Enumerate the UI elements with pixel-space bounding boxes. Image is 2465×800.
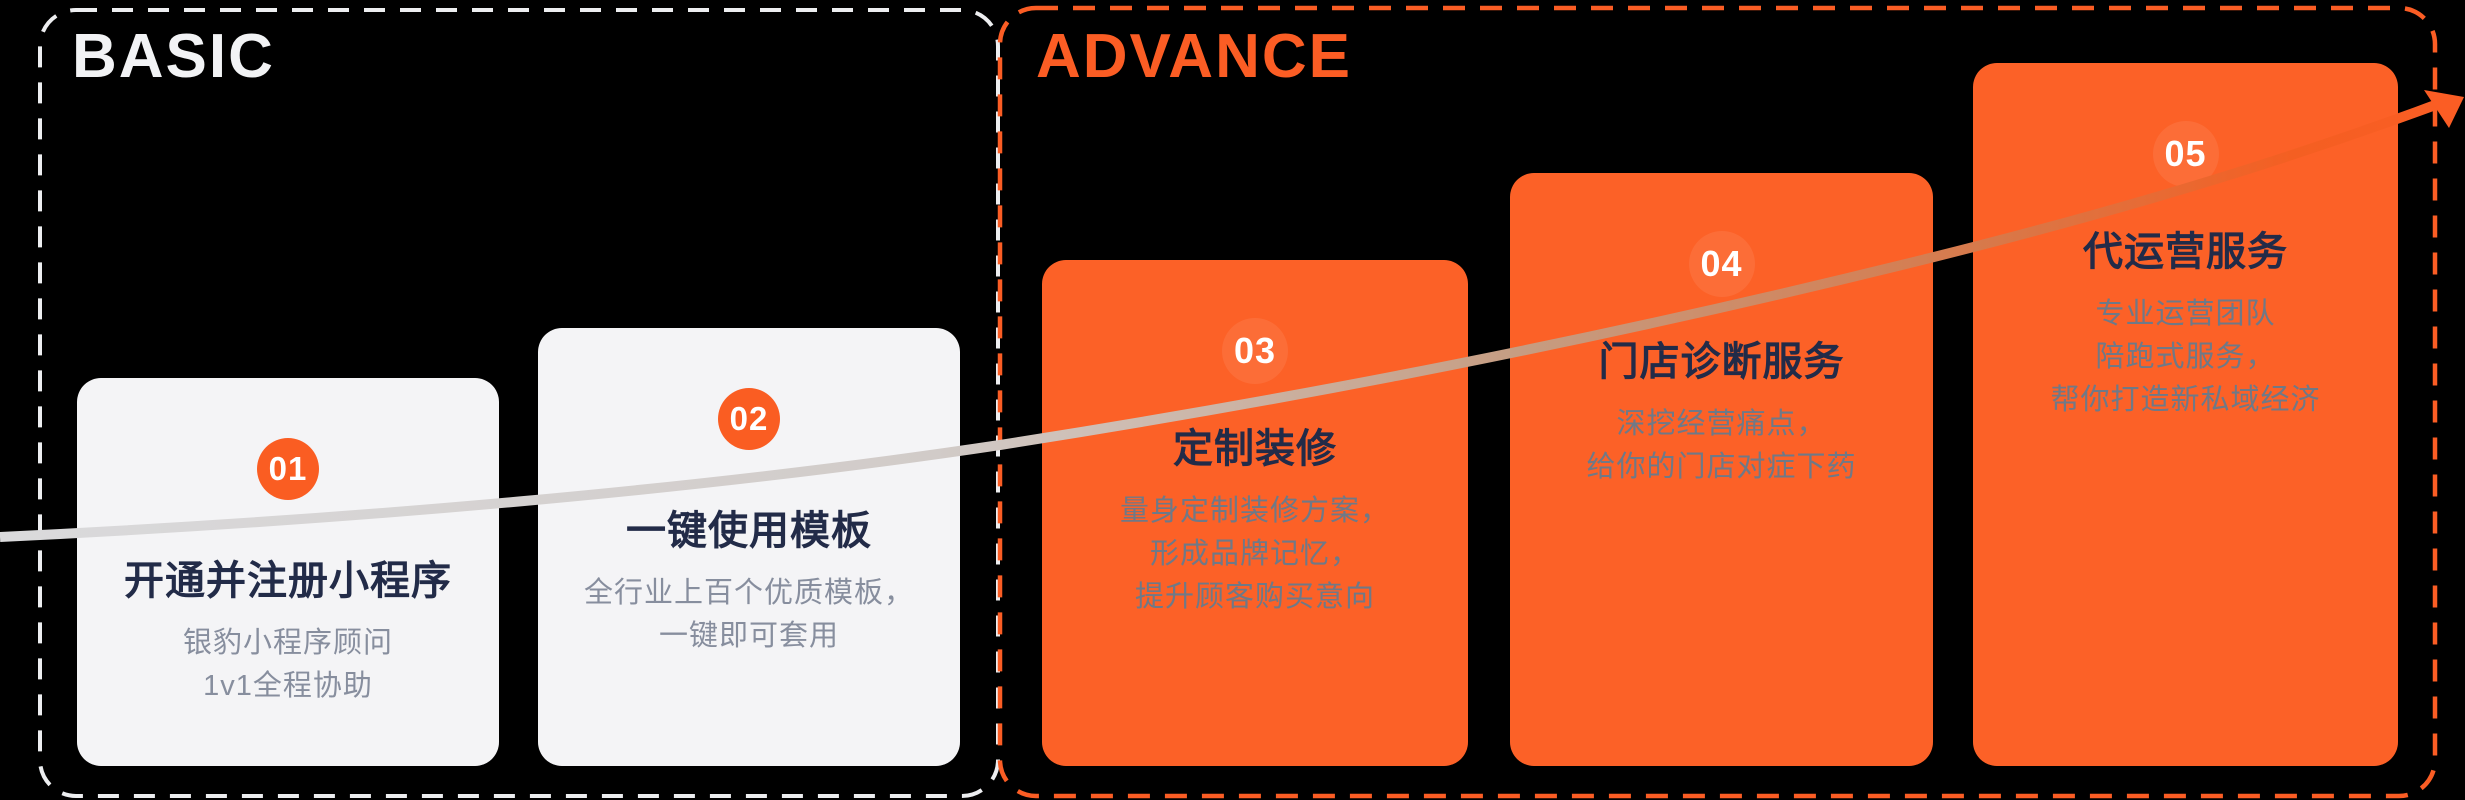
- card-subtitle: 量身定制装修方案， 形成品牌记忆， 提升顾客购买意向: [1120, 490, 1390, 619]
- subtitle-line: 一键即可套用: [658, 620, 839, 652]
- step-badge-04: 04: [1688, 231, 1755, 297]
- step-badge-02: 02: [718, 388, 780, 450]
- subtitle-line: 银豹小程序顾问: [182, 627, 393, 659]
- subtitle-line: 形成品牌记忆，: [1149, 538, 1360, 570]
- step-badge-05: 05: [2152, 121, 2219, 187]
- basic-label: BASIC: [72, 22, 275, 91]
- card-step-04: 04 门店诊断服务 深挖经营痛点， 给你的门店对症下药: [1510, 173, 1933, 766]
- card-step-02: 02 一键使用模板 全行业上百个优质模板， 一键即可套用: [538, 328, 960, 766]
- step-number: 02: [729, 400, 769, 437]
- subtitle-line: 深挖经营痛点，: [1616, 408, 1827, 440]
- card-title: 定制装修: [1173, 427, 1337, 471]
- subtitle-line: 给你的门店对症下药: [1586, 451, 1857, 483]
- step-number: 04: [1700, 243, 1743, 284]
- step-number: 03: [1233, 330, 1277, 371]
- subtitle-line: 专业运营团队: [2095, 298, 2276, 330]
- card-subtitle: 全行业上百个优质模板， 一键即可套用: [584, 572, 914, 658]
- subtitle-line: 1v1全程协助: [203, 670, 373, 702]
- step-number: 05: [2164, 133, 2207, 174]
- step-badge-01: 01: [257, 438, 319, 500]
- card-title: 开通并注册小程序: [124, 559, 452, 603]
- card-step-01: 01 开通并注册小程序 银豹小程序顾问 1v1全程协助: [77, 378, 499, 766]
- card-step-05: 05 代运营服务 专业运营团队 陪跑式服务， 帮你打造新私域经济: [1973, 63, 2398, 766]
- card-title: 代运营服务: [2083, 230, 2288, 274]
- subtitle-line: 帮你打造新私域经济: [2050, 384, 2321, 416]
- card-title: 门店诊断服务: [1598, 340, 1845, 384]
- card-subtitle: 深挖经营痛点， 给你的门店对症下药: [1586, 403, 1856, 489]
- subtitle-line: 全行业上百个优质模板，: [583, 577, 914, 609]
- card-subtitle: 银豹小程序顾问 1v1全程协助: [183, 622, 393, 708]
- subtitle-line: 量身定制装修方案，: [1119, 495, 1390, 527]
- subtitle-line: 陪跑式服务，: [2095, 341, 2276, 373]
- step-badge-03: 03: [1222, 318, 1288, 384]
- step-number: 01: [268, 450, 308, 487]
- subtitle-line: 提升顾客购买意向: [1134, 581, 1375, 613]
- card-title: 一键使用模板: [626, 509, 872, 553]
- arrow-head-icon: [2424, 90, 2464, 128]
- card-step-03: 03 定制装修 量身定制装修方案， 形成品牌记忆， 提升顾客购买意向: [1042, 260, 1468, 766]
- card-subtitle: 专业运营团队 陪跑式服务， 帮你打造新私域经济: [2050, 293, 2320, 422]
- advance-label: ADVANCE: [1036, 22, 1352, 91]
